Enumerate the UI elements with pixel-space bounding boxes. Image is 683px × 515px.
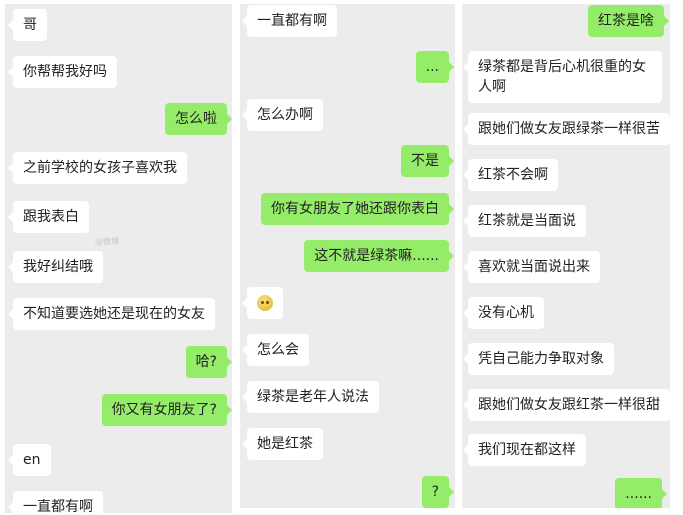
message-bubble-incoming[interactable]: 喜欢就当面说出来 [463,251,600,283]
chat-panel-3: 红茶是啥 绿茶都是背后心机很重的女人啊 跟她们做女友跟绿茶一样很苦 红茶不会啊 … [462,4,670,508]
message-bubble-incoming[interactable]: 我们现在都这样 [463,434,586,466]
message-bubble-outgoing[interactable]: ...... [615,478,667,508]
message-bubble-incoming[interactable]: 她是红茶 [242,428,323,460]
message-bubble-outgoing[interactable]: 哈? [185,346,232,378]
message-bubble-incoming[interactable]: 红茶就是当面说 [463,205,586,237]
message-bubble-incoming[interactable]: 怎么办啊 [242,99,323,131]
message-bubble-incoming[interactable]: 之前学校的女孩子喜欢我 [8,152,187,184]
watermark: @微博 [95,237,119,246]
message-bubble-incoming[interactable]: en [8,444,51,476]
message-bubble-outgoing[interactable]: 红茶是啥 [588,5,669,37]
message-bubble-incoming[interactable]: 你帮帮我好吗 [8,56,117,88]
message-bubble-outgoing[interactable]: 这不就是绿茶嘛...... [304,240,454,272]
message-bubble-incoming[interactable]: 绿茶都是背后心机很重的女人啊 [463,51,662,103]
message-bubble-incoming[interactable]: 跟她们做女友跟绿茶一样很苦 [463,113,670,145]
message-bubble-incoming[interactable]: 哥 [8,9,47,41]
chat-panel-2: 一直都有啊 ... 怎么办啊 不是 你有女朋友了她还跟你表白 这不就是绿茶嘛..… [240,4,455,508]
message-bubble-incoming[interactable]: 一直都有啊 [8,491,103,513]
message-bubble-outgoing[interactable]: 不是 [401,145,454,177]
message-bubble-incoming[interactable]: 凭自己能力争取对象 [463,343,614,375]
message-bubble-incoming[interactable]: 没有心机 [463,297,544,329]
message-bubble-outgoing[interactable]: 怎么啦 [165,103,232,135]
message-bubble-outgoing[interactable]: ... [415,51,455,83]
message-bubble-incoming[interactable]: 我好纠结哦 [8,251,103,283]
message-bubble-incoming[interactable] [242,287,283,319]
message-bubble-incoming[interactable]: 一直都有啊 [242,5,337,37]
message-bubble-incoming[interactable]: 红茶不会啊 [463,159,558,191]
message-bubble-outgoing[interactable]: 你有女朋友了她还跟你表白 [261,193,454,225]
message-bubble-incoming[interactable]: 绿茶是老年人说法 [242,381,379,413]
message-bubble-incoming[interactable]: 怎么会 [242,334,309,366]
message-bubble-incoming[interactable]: 不知道要选她还是现在的女友 [8,298,215,330]
message-bubble-outgoing[interactable]: ? [421,476,455,508]
message-bubble-incoming[interactable]: 跟我表白 [8,201,89,233]
message-bubble-incoming[interactable]: 跟她们做女友跟红茶一样很甜 [463,389,670,421]
blush-emoji-icon [257,295,273,311]
message-bubble-outgoing[interactable]: 你又有女朋友了? [101,394,232,426]
chat-panel-1: 哥 你帮帮我好吗 怎么啦 之前学校的女孩子喜欢我 跟我表白 @微博 我好纠结哦 … [5,4,232,513]
